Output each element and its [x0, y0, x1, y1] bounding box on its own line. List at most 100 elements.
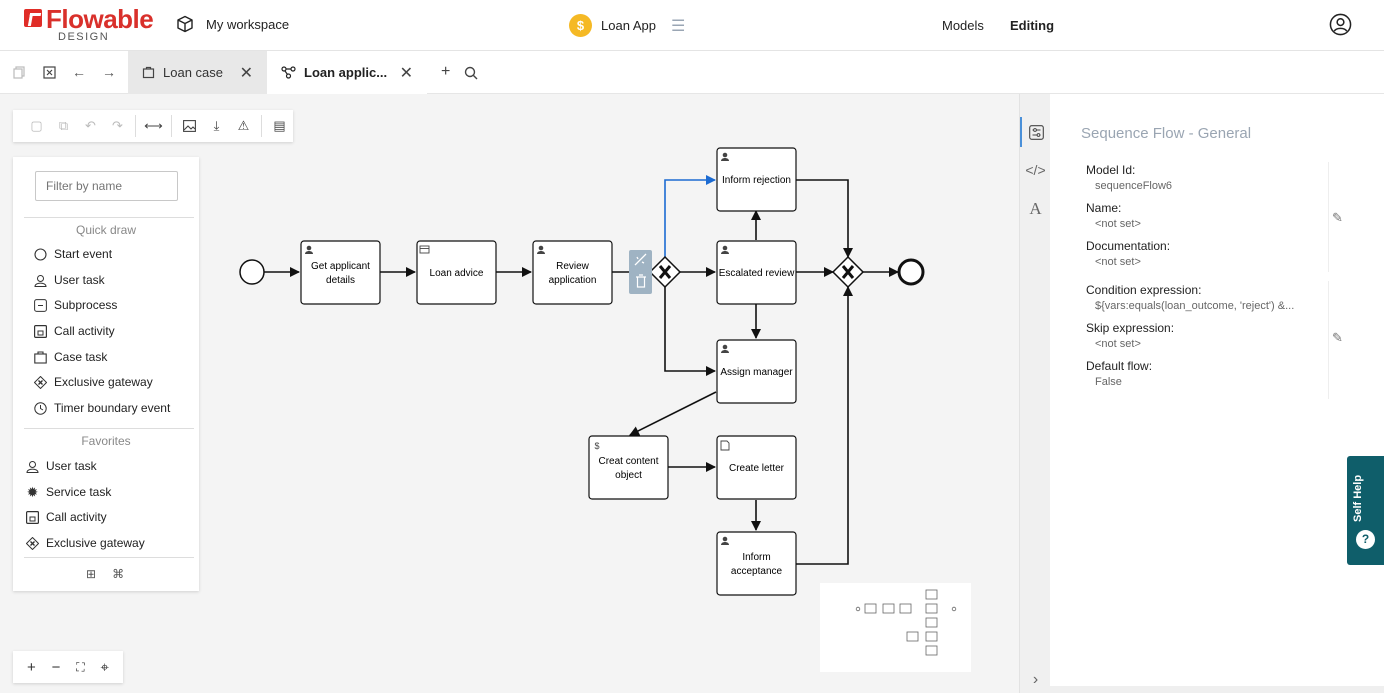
cube-icon — [177, 15, 193, 33]
palette-item-timer-boundary-event[interactable]: Timer boundary event — [34, 400, 170, 416]
editor-toolbar: ▢ ⧉ ↶ ↷ ⟷ ⤓ ⚠ ▤ — [13, 110, 293, 142]
prop-default-flow-label: Default flow: — [1086, 359, 1153, 373]
close-tab-icon[interactable]: ✕ — [399, 64, 413, 82]
palette-item-start-event[interactable]: Start event — [34, 246, 112, 262]
sequence-flows[interactable] — [264, 179, 899, 565]
nav-models[interactable]: Models — [942, 18, 984, 33]
warning-icon[interactable]: ⚠ — [237, 118, 250, 133]
back-icon[interactable]: ← — [72, 64, 86, 80]
svg-text:object: object — [615, 470, 642, 481]
brand-sub: DESIGN — [58, 31, 110, 43]
svg-text:details: details — [326, 275, 355, 286]
properties-title: Sequence Flow - General — [1081, 125, 1252, 142]
undo-icon[interactable]: ↶ — [85, 118, 96, 133]
palette-item-label: Subprocess — [54, 298, 118, 312]
horizontal-scrollbar[interactable] — [1050, 686, 1384, 693]
flowable-logo[interactable]: Flowable DESIGN — [22, 4, 154, 46]
start-event[interactable] — [239, 259, 265, 285]
task-escalated-review[interactable]: Escalated review — [716, 240, 797, 305]
task-create-content-object[interactable]: $ Creat content object — [588, 435, 669, 500]
favorite-item-exclusive-gateway[interactable]: Exclusive gateway — [26, 535, 145, 551]
prop-condition-label: Condition expression: — [1086, 283, 1202, 297]
svg-text:Creat content: Creat content — [598, 456, 658, 467]
zoom-in-icon[interactable]: + — [26, 658, 36, 676]
palette-item-exclusive-gateway[interactable]: Exclusive gateway — [34, 374, 153, 390]
fit-screen-icon[interactable]: ⛶ — [76, 659, 85, 674]
close-tab-icon[interactable]: ✕ — [239, 64, 253, 82]
search-icon[interactable] — [464, 66, 478, 80]
selected-sequence-flow[interactable] — [664, 175, 716, 257]
tab-loan-case[interactable]: Loan case ✕ — [128, 51, 267, 94]
toolbar-divider — [135, 115, 136, 137]
prop-skip-value[interactable]: <not set> — [1095, 338, 1141, 350]
svg-text:acceptance: acceptance — [731, 566, 783, 577]
task-review-application[interactable]: Review application — [532, 240, 613, 305]
favorite-item-user-task[interactable]: User task — [26, 458, 97, 474]
app-selector[interactable]: $ Loan App ☰ — [569, 14, 685, 37]
workspace-selector[interactable]: My workspace — [176, 15, 289, 33]
menu-icon[interactable]: ☰ — [670, 17, 686, 35]
palette-item-user-task[interactable]: User task — [34, 272, 105, 288]
svg-text:Loan advice: Loan advice — [430, 268, 484, 279]
nav-editing[interactable]: Editing — [1010, 18, 1055, 33]
prop-name-value[interactable]: <not set> — [1095, 218, 1141, 230]
prop-default-flow-value[interactable]: False — [1095, 376, 1122, 388]
svg-text:Get applicant: Get applicant — [311, 261, 370, 272]
task-inform-acceptance[interactable]: Inform acceptance — [716, 531, 797, 596]
image-icon[interactable] — [176, 115, 203, 137]
grid-icon[interactable]: ⊞ — [86, 567, 97, 581]
text-tab-icon[interactable]: A — [1029, 199, 1042, 218]
favorite-item-service-task[interactable]: ✹ Service task — [26, 484, 112, 500]
tab-label: Loan case — [163, 65, 223, 80]
palette-item-subprocess[interactable]: Subprocess — [34, 297, 117, 313]
zoom-out-icon[interactable]: − — [51, 658, 61, 676]
code-tab-icon[interactable]: </> — [1025, 162, 1046, 178]
prop-name-label: Name: — [1086, 201, 1122, 215]
save-icon[interactable]: ▢ — [30, 118, 43, 133]
self-help-button[interactable]: Self Help ? — [1347, 456, 1384, 565]
tab-loan-application[interactable]: Loan applic... ✕ — [267, 51, 427, 94]
palette-item-label: User task — [54, 273, 105, 287]
notes-icon[interactable]: ▤ — [273, 118, 286, 133]
redo-icon[interactable]: ↷ — [112, 118, 123, 133]
properties-tab-icon[interactable] — [1020, 117, 1051, 147]
prop-condition-value[interactable]: ${vars:equals(loan_outcome, 'reject') &.… — [1095, 300, 1295, 312]
diagram-canvas[interactable]: Get applicant details Loan advice Review… — [0, 94, 1019, 693]
fit-width-icon[interactable]: ⟷ — [144, 118, 163, 133]
expand-panel-icon[interactable]: › — [1032, 671, 1039, 688]
task-loan-advice[interactable]: Loan advice — [416, 240, 497, 305]
task-assign-manager[interactable]: Assign manager — [716, 339, 797, 404]
minimap[interactable] — [820, 583, 971, 672]
palette-divider — [24, 428, 194, 429]
edit-pencil-icon[interactable]: ✎ — [1332, 330, 1343, 345]
brand-name: Flowable — [46, 4, 154, 34]
start-event-icon — [34, 247, 47, 261]
download-icon[interactable]: ⤓ — [213, 118, 220, 133]
palette-item-call-activity[interactable]: Call activity — [34, 323, 115, 339]
forward-icon[interactable]: → — [102, 64, 116, 80]
copy-icon[interactable]: ⧉ — [58, 118, 69, 133]
palette-item-label: Service task — [46, 485, 112, 499]
flow-context-pad[interactable] — [629, 250, 652, 294]
close-all-icon[interactable] — [41, 64, 57, 80]
toolbar-divider — [171, 115, 172, 137]
exclusive-gateway-split[interactable] — [648, 255, 682, 289]
user-avatar-icon[interactable] — [1329, 13, 1352, 36]
prop-documentation-value[interactable]: <not set> — [1095, 256, 1141, 268]
bpmn-diagram: Get applicant details Loan advice Review… — [239, 147, 925, 596]
add-tab-icon[interactable]: + — [441, 63, 451, 80]
copy-icon[interactable] — [11, 64, 27, 80]
edit-pencil-icon[interactable]: ✎ — [1332, 210, 1343, 225]
palette-item-case-task[interactable]: Case task — [34, 349, 107, 365]
collapse-icon[interactable]: ⌘ — [112, 567, 125, 581]
end-event[interactable] — [897, 258, 925, 286]
task-create-letter[interactable]: Create letter — [716, 435, 797, 500]
palette-filter-input[interactable] — [35, 171, 178, 201]
favorite-item-call-activity[interactable]: Call activity — [26, 509, 107, 525]
task-inform-rejection[interactable]: Inform rejection — [716, 147, 797, 212]
svg-text:Review: Review — [556, 261, 590, 272]
svg-text:Inform: Inform — [742, 552, 770, 563]
task-get-applicant-details[interactable]: Get applicant details — [300, 240, 381, 305]
center-icon[interactable]: ⌖ — [100, 658, 109, 676]
exclusive-gateway-merge[interactable] — [831, 255, 865, 289]
